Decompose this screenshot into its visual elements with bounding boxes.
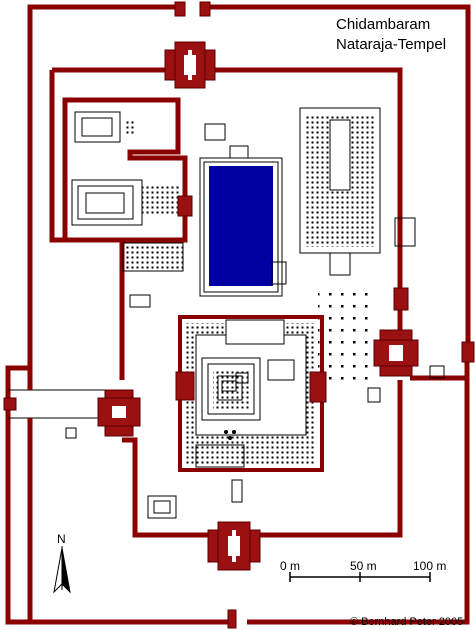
nw-shrine-lower-mid bbox=[77, 185, 134, 220]
sanctum-pillar bbox=[228, 436, 232, 440]
west-pillared-hall-outline bbox=[122, 242, 184, 272]
east-wall-gate bbox=[393, 287, 409, 311]
nw-shrine-upper-inner bbox=[81, 117, 113, 137]
thousand-pillar-hall-steps bbox=[329, 252, 351, 276]
courtyard-pillars bbox=[318, 285, 374, 385]
west-corridor-shrine bbox=[65, 427, 77, 439]
inner-south-hall bbox=[195, 444, 245, 468]
sacred-tank bbox=[209, 166, 273, 286]
scale-bar: 0 m 50 m 100 m bbox=[280, 559, 446, 582]
inner-side-shrine bbox=[267, 359, 295, 381]
chit-sabha bbox=[217, 375, 243, 401]
east-outer-shrine bbox=[429, 365, 445, 379]
chit-sabha-inner bbox=[221, 380, 237, 392]
nw-shrine-enclosure bbox=[62, 97, 188, 243]
thousand-pillar-hall-nave bbox=[329, 119, 351, 191]
nw-shrine-lower bbox=[71, 179, 143, 226]
outer-west-gate-posts bbox=[3, 397, 17, 411]
copyright-notice: © Bernhard Peter 2005 bbox=[350, 616, 463, 628]
north-label: N bbox=[57, 532, 66, 546]
scale-label-50: 50 m bbox=[350, 559, 377, 573]
scale-label-0: 0 m bbox=[280, 559, 300, 573]
inner-north-hall bbox=[225, 319, 285, 345]
west-corridor bbox=[8, 389, 108, 419]
scale-label-100: 100 m bbox=[413, 559, 446, 573]
south-shrine-inner bbox=[153, 500, 171, 514]
north-pavilion bbox=[204, 123, 226, 141]
second-wall bbox=[49, 67, 403, 538]
tank-inner-steps bbox=[203, 161, 279, 293]
inner-west-gate bbox=[175, 371, 195, 401]
sanctum-inner-enclosure bbox=[207, 363, 255, 415]
nw-shrine-upper-hall bbox=[125, 120, 135, 134]
south-shrine bbox=[147, 495, 177, 519]
nw-shrine-gate bbox=[177, 195, 193, 217]
south-gopuram bbox=[207, 521, 261, 571]
nw-shrine-lower-hall bbox=[142, 186, 180, 216]
north-arrow: N bbox=[53, 532, 71, 594]
south-pavilion bbox=[231, 479, 243, 503]
title-line-2: Nataraja-Tempel bbox=[336, 36, 446, 53]
west-gopuram bbox=[97, 389, 141, 437]
inner-east-gate bbox=[309, 371, 327, 403]
tank-north-pavilion bbox=[229, 145, 249, 159]
outer-east-gate-posts bbox=[461, 341, 475, 363]
tank-east-pavilion bbox=[271, 261, 287, 285]
east-gopuram bbox=[373, 329, 419, 377]
sanctum-pillar bbox=[232, 430, 236, 434]
title-line-1: Chidambaram bbox=[336, 16, 430, 33]
kanaka-sabha bbox=[235, 372, 249, 384]
east-shrine bbox=[394, 217, 416, 247]
east-courtyard-shrine bbox=[367, 387, 381, 403]
west-pillared-hall bbox=[123, 243, 183, 271]
sanctum-enclosure bbox=[201, 357, 261, 421]
outer-north-gate-posts bbox=[174, 1, 211, 17]
north-gopuram bbox=[164, 41, 216, 89]
sanctum-pillar bbox=[224, 430, 228, 434]
small-shrine bbox=[129, 294, 151, 308]
nw-shrine-upper bbox=[74, 111, 121, 143]
outer-south-gate-posts bbox=[227, 609, 237, 629]
nw-shrine-lower-inner bbox=[85, 192, 125, 214]
